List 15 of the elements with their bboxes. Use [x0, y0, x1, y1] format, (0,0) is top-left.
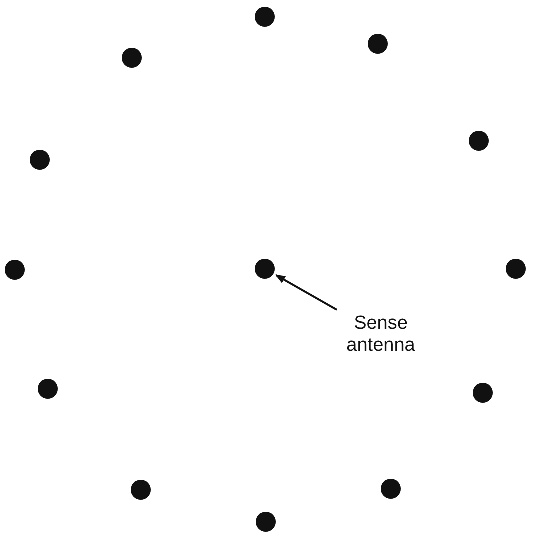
- antenna-dot: [38, 379, 58, 399]
- antenna-dot: [256, 512, 276, 532]
- antenna-dot: [122, 48, 142, 68]
- antenna-dot: [469, 131, 489, 151]
- antenna-dot: [255, 7, 275, 27]
- antenna-dot: [473, 383, 493, 403]
- antenna-dot: [5, 260, 25, 280]
- antenna-label: Sense antenna: [335, 313, 427, 357]
- antenna-dot: [131, 480, 151, 500]
- antenna-dot: [506, 259, 526, 279]
- antenna-dot: [255, 259, 275, 279]
- antenna-dot: [30, 150, 50, 170]
- antenna-dot: [368, 34, 388, 54]
- leader-arrow: [275, 274, 338, 311]
- antenna-dot: [381, 479, 401, 499]
